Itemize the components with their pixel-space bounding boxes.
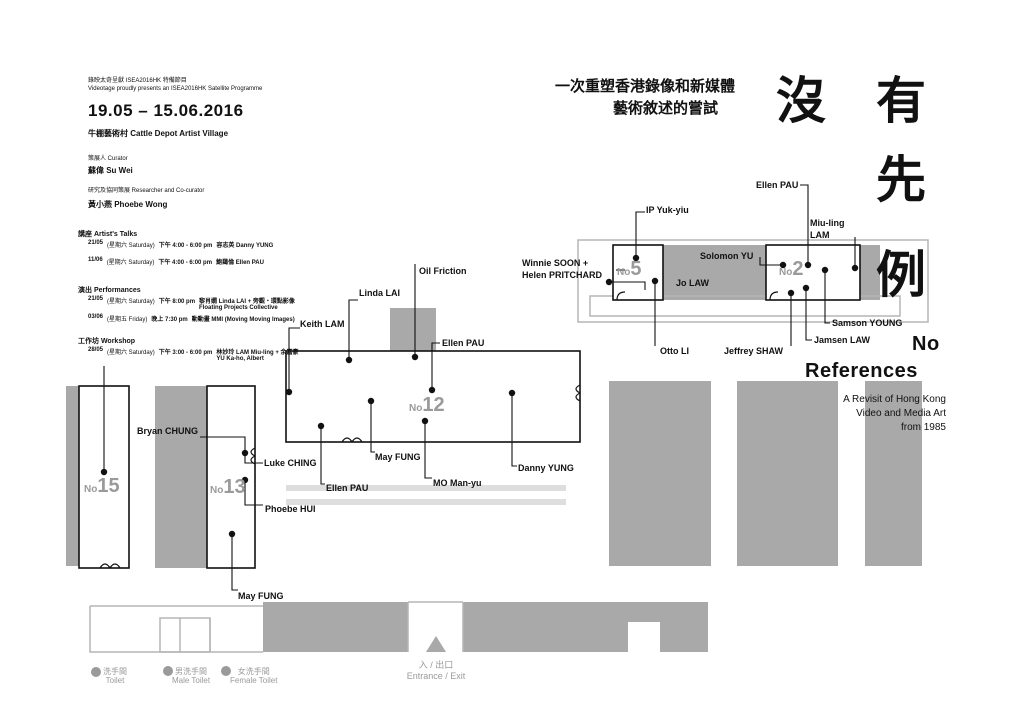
artist-linda-lai: Linda LAI bbox=[359, 288, 400, 298]
artist-solomon-yu: Solomon YU bbox=[700, 251, 754, 261]
talks-title: 講座 Artist's Talks bbox=[78, 231, 138, 238]
path bbox=[286, 499, 566, 505]
artist-ip-yuk-yiu: IP Yuk-yiu bbox=[646, 205, 689, 215]
grey-block bbox=[737, 381, 838, 566]
artist-jo-law: Jo LAW bbox=[676, 278, 709, 288]
curator-label: 策展人 Curator bbox=[88, 156, 128, 162]
title-en-sub-2: Video and Media Art bbox=[856, 408, 946, 419]
room-2-outline bbox=[765, 244, 861, 301]
artist-helen-pritchard: Helen PRITCHARD bbox=[522, 270, 603, 280]
grey-block bbox=[155, 386, 207, 568]
title-zh-char-1: 沒 bbox=[776, 72, 826, 130]
artist-ellen-pau-c: Ellen PAU bbox=[756, 180, 799, 190]
artist-oil-friction: Oil Friction bbox=[419, 266, 467, 276]
grey-block bbox=[609, 381, 711, 566]
artist-mo-man-yu: MO Man-yu bbox=[433, 478, 482, 488]
entrance-arrow bbox=[426, 636, 446, 652]
presenter-zh: 錄映太奇呈獻 ISEA2016HK 特備節目 bbox=[88, 78, 187, 84]
title-en-no: No bbox=[912, 333, 940, 355]
room-2-label: No2 bbox=[779, 258, 804, 280]
artist-miu-ling-lam-2: LAM bbox=[810, 230, 830, 240]
artist-jamsen-law: Jamsen LAW bbox=[814, 335, 871, 345]
workshop-title: 工作坊 Workshop bbox=[78, 338, 136, 345]
title-en-sub-1: A Revisit of Hong Kong bbox=[843, 394, 946, 405]
artist-ellen-pau-b: Ellen PAU bbox=[326, 483, 369, 493]
grey-block bbox=[390, 308, 436, 351]
artist-samson-young: Samson YOUNG bbox=[832, 318, 903, 328]
performances-title: 演出 Performances bbox=[78, 287, 141, 294]
room-12-outline bbox=[285, 350, 581, 443]
researcher-name: 黃小燕 Phoebe Wong bbox=[88, 200, 168, 209]
artist-may-fung-a: May FUNG bbox=[238, 591, 284, 601]
room-5-label: No5 bbox=[617, 258, 642, 280]
title-en-references: References bbox=[805, 360, 918, 382]
artist-otto-li: Otto LI bbox=[660, 346, 689, 356]
title-zh-char-4: 例 bbox=[876, 246, 926, 304]
grey-block bbox=[865, 381, 922, 566]
curator-name: 蘇偉 Su Wei bbox=[88, 166, 133, 175]
grey-block bbox=[66, 386, 79, 566]
grey-block bbox=[463, 602, 628, 652]
room-13-outline bbox=[206, 385, 256, 569]
artist-miu-ling-lam-1: Miu-ling bbox=[810, 218, 845, 228]
artist-phoebe-hui: Phoebe HUI bbox=[265, 504, 316, 514]
artist-ellen-pau-a: Ellen PAU bbox=[442, 338, 485, 348]
artist-jeffrey-shaw: Jeffrey SHAW bbox=[724, 346, 784, 356]
exhibition-dates: 19.05 – 15.06.2016 bbox=[88, 101, 244, 120]
venue: 牛棚藝術村 Cattle Depot Artist Village bbox=[88, 129, 229, 138]
title-en-sub-3: from 1985 bbox=[900, 422, 946, 433]
artist-may-fung-b: May FUNG bbox=[375, 452, 421, 462]
artist-danny-yung: Danny YUNG bbox=[518, 463, 574, 473]
room-15-label: No15 bbox=[84, 475, 120, 497]
researcher-label: 研究及協同策展 Researcher and Co-curator bbox=[88, 188, 205, 194]
room-13-label: No13 bbox=[210, 476, 246, 498]
presenter-en: Videotage proudly presents an ISEA2016HK… bbox=[88, 86, 263, 92]
artist-keith-lam: Keith LAM bbox=[300, 319, 345, 329]
grey-block bbox=[628, 602, 708, 622]
path bbox=[286, 485, 566, 491]
title-zh-sub-1: 一次重塑香港錄像和新媒體 bbox=[555, 77, 736, 95]
artist-luke-ching: Luke CHING bbox=[264, 458, 317, 468]
title-zh-char-2: 有 bbox=[876, 72, 926, 130]
room-12-label: No12 bbox=[409, 394, 445, 416]
title-zh-char-3: 先 bbox=[876, 151, 926, 209]
grey-block bbox=[263, 602, 408, 652]
artist-bryan-chung: Bryan CHUNG bbox=[137, 426, 199, 436]
title-zh-sub-2: 藝術敘述的嘗試 bbox=[613, 99, 719, 117]
grey-block bbox=[660, 622, 708, 652]
artist-winnie-soon: Winnie SOON + bbox=[522, 258, 589, 268]
